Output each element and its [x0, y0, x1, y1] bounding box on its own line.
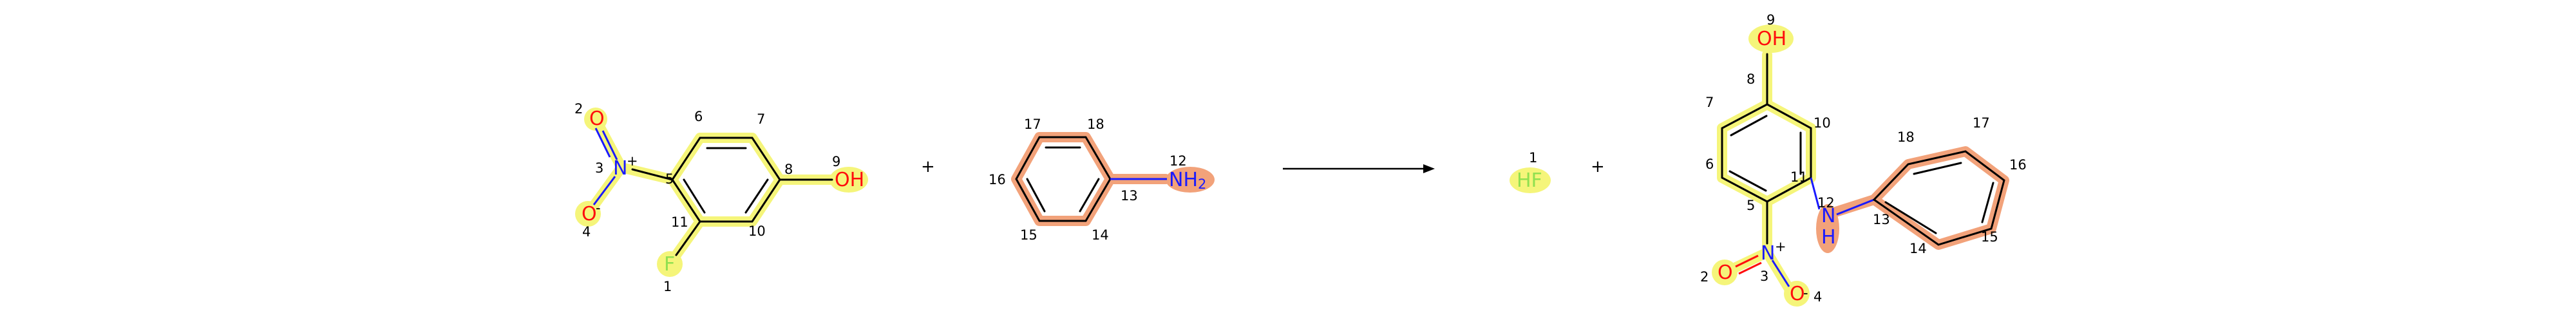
product-map-6: 6	[1705, 156, 1714, 172]
product-map-5: 5	[1747, 198, 1755, 213]
reactant-1-map-9: 9	[832, 154, 840, 169]
product-o4-charge: -	[1803, 285, 1808, 301]
product-map-15: 15	[1981, 229, 1998, 245]
product-map-14: 14	[1909, 241, 1927, 256]
reactant-2-map-14: 14	[1092, 227, 1109, 243]
reactant-2: NH2 12 13 14 15 16 17 18	[989, 117, 1215, 243]
product-map-8: 8	[1747, 71, 1755, 87]
reaction-arrow	[1283, 164, 1435, 173]
product-o2-label: O	[1718, 261, 1733, 284]
reactant-1-map-4: 4	[582, 224, 591, 240]
reactant-1-n3-label: N	[613, 157, 627, 180]
byproduct-hf-label: HF	[1517, 169, 1542, 192]
product-amine-h-label: H	[1821, 226, 1836, 249]
product-map-3: 3	[1760, 269, 1768, 284]
product-o4-label: O	[1790, 283, 1805, 305]
product-map-11: 11	[1790, 169, 1808, 185]
product: OH N H N + O O - 2 3 4 5 6 7 8 9 10 11 1…	[1700, 12, 2027, 307]
product-highlight	[1712, 24, 2009, 307]
reactant-2-map-12: 12	[1170, 153, 1187, 169]
reactant-2-map-15: 15	[1020, 227, 1037, 243]
plus-sign-1: +	[921, 157, 935, 176]
reactant-1-map-11: 11	[671, 214, 688, 230]
reactant-1-map-1: 1	[663, 279, 672, 294]
reactant-1-map-3: 3	[595, 160, 603, 176]
reactant-2-map-17: 17	[1024, 117, 1041, 132]
reactant-1-map-6: 6	[694, 109, 703, 124]
reactant-1: O N + O - F OH 1 2 3 4 5 6 7 8 9 10 11	[574, 101, 868, 294]
reactant-2-map-18: 18	[1087, 117, 1104, 132]
product-map-4: 4	[1814, 289, 1822, 305]
product-bonds	[1721, 53, 2005, 287]
product-map-16: 16	[2009, 157, 2027, 173]
reactant-1-o2-label: O	[589, 108, 605, 130]
reactant-2-map-16: 16	[989, 172, 1006, 187]
product-map-2: 2	[1700, 269, 1709, 285]
product-map-13: 13	[1873, 212, 1890, 227]
reactant-1-map-7: 7	[757, 111, 765, 127]
reactant-1-map-2: 2	[574, 101, 583, 117]
reactant-2-nh2-label: NH2	[1169, 169, 1206, 192]
product-map-12: 12	[1817, 195, 1835, 211]
reactant-1-n3-charge: +	[627, 153, 638, 169]
reactant-1-map-10: 10	[748, 223, 766, 239]
product-map-18: 18	[1897, 129, 1915, 145]
reactant-1-o4-label: O	[582, 203, 597, 225]
product-map-9: 9	[1766, 12, 1775, 28]
product-map-7: 7	[1705, 95, 1714, 110]
reactant-1-highlight	[575, 108, 868, 277]
product-nitro-n-label: N	[1761, 242, 1775, 265]
product-oh9-label: OH	[1757, 28, 1786, 50]
reactant-1-f1-label: F	[664, 253, 675, 276]
plus-sign-2: +	[1591, 157, 1605, 176]
product-map-17: 17	[1973, 115, 1990, 131]
product-amine-n-label: N	[1821, 205, 1835, 227]
byproduct-hf: HF 1	[1510, 150, 1551, 193]
product-map-10: 10	[1814, 115, 1831, 131]
reactant-2-map-13: 13	[1121, 188, 1138, 204]
reactant-1-bonds	[592, 128, 833, 256]
byproduct-map-1: 1	[1529, 150, 1537, 166]
reactant-1-oh9-label: OH	[835, 169, 864, 191]
reactant-1-map-5: 5	[665, 171, 674, 187]
reactant-1-map-8: 8	[784, 162, 793, 177]
product-nitro-n-charge: +	[1775, 239, 1786, 254]
reactant-2-bonds	[1015, 136, 1167, 222]
reactant-1-o4-charge: -	[596, 200, 601, 216]
